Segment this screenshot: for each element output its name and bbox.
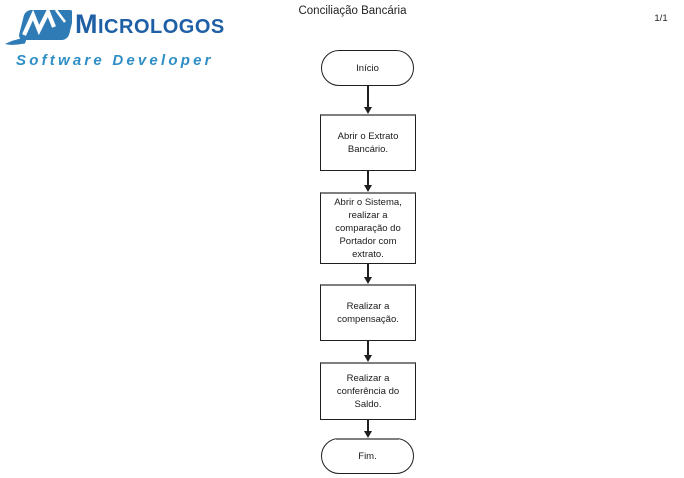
brand-rest: ICROLOGOS <box>98 16 225 38</box>
company-logo: MICROLOGOS Software Developer <box>4 5 234 73</box>
arrowhead-down-icon <box>364 355 372 362</box>
flow-node-label: Início <box>356 62 379 74</box>
flow-arrow-4 <box>364 341 373 362</box>
brand-initial: M <box>75 9 98 39</box>
arrowhead-down-icon <box>364 107 372 114</box>
flow-node-conferencia-saldo: Realizar a conferência do Saldo. <box>320 362 416 420</box>
arrow-line <box>367 264 369 277</box>
page-indicator: 1/1 <box>654 13 668 24</box>
arrow-line <box>367 420 369 431</box>
flow-node-label: Realizar a compensação. <box>337 301 399 325</box>
brand-name: MICROLOGOS <box>75 11 225 41</box>
flow-node-end: Fim. <box>321 438 414 474</box>
shape-top-shadow <box>336 438 399 440</box>
flow-arrow-5 <box>364 420 373 438</box>
flow-node-abrir-extrato: Abrir o Extrato Bancário. <box>320 114 416 171</box>
arrow-line <box>367 341 369 355</box>
brand-tagline: Software Developer <box>16 52 214 69</box>
arrowhead-down-icon <box>364 185 372 192</box>
document-title: Conciliação Bancária <box>298 5 407 17</box>
flow-node-label: Fim. <box>358 450 377 462</box>
flow-node-label: Realizar a conferência do Saldo. <box>336 373 400 410</box>
flow-node-label: Abrir o Extrato Bancário. <box>337 131 399 155</box>
flow-node-start: Início <box>321 50 414 86</box>
flow-node-compensacao: Realizar a compensação. <box>320 284 416 341</box>
flow-arrow-3 <box>364 264 373 284</box>
arrow-line <box>367 171 369 185</box>
flow-arrow-2 <box>364 171 373 192</box>
flow-node-label: Abrir o Sistema, realizar a comparação d… <box>334 197 402 260</box>
m-swoosh-icon <box>5 7 72 45</box>
flow-arrow-1 <box>364 86 373 114</box>
arrowhead-down-icon <box>364 277 372 284</box>
arrow-line <box>367 86 369 107</box>
arrowhead-down-icon <box>364 431 372 438</box>
flow-node-abrir-sistema: Abrir o Sistema, realizar a comparação d… <box>320 192 416 264</box>
